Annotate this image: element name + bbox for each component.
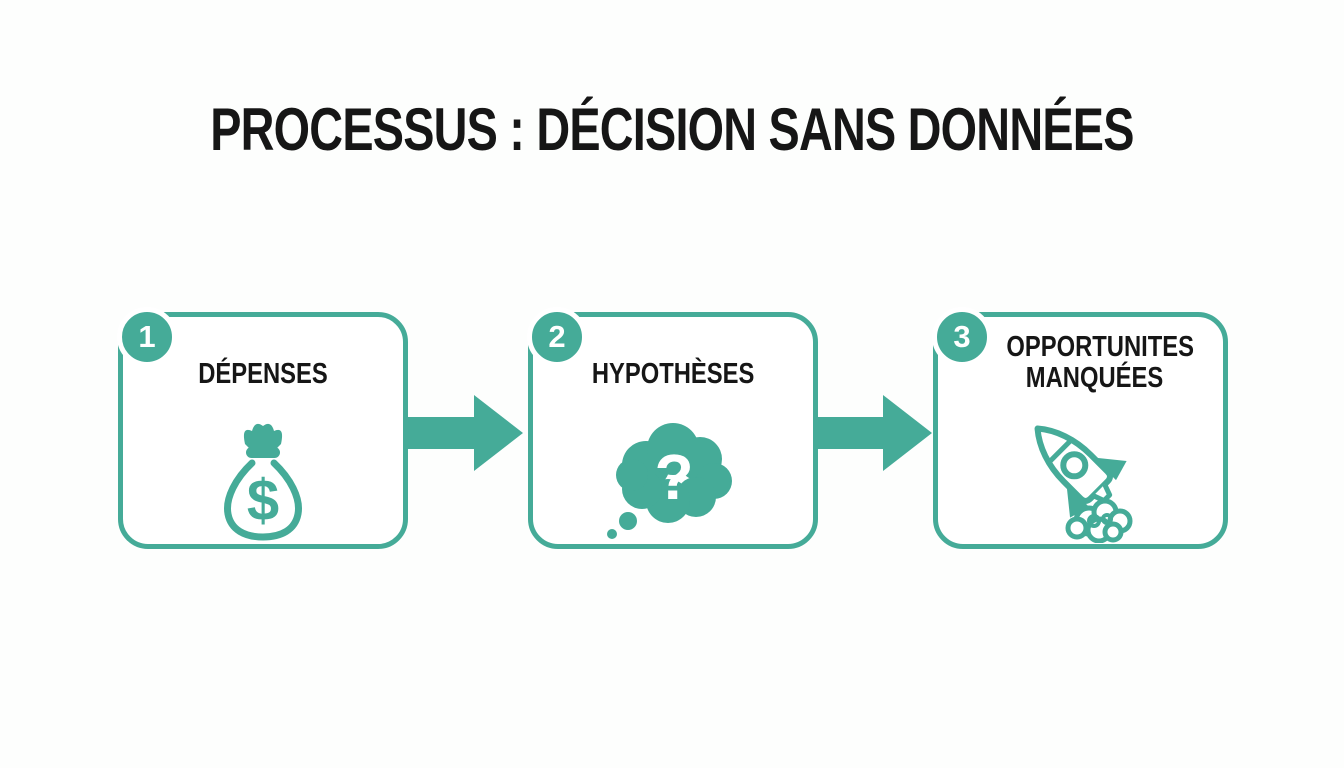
- step-label: DÉPENSES: [198, 358, 328, 390]
- step-number: 2: [548, 319, 566, 354]
- step-number-badge: 1: [117, 307, 177, 367]
- step-number-badge: 2: [527, 307, 587, 367]
- svg-text:$: $: [247, 468, 279, 533]
- step-card-depenses: 1 DÉPENSES $: [117, 307, 408, 549]
- step-label: HYPOTHÈSES: [591, 358, 755, 390]
- arrow-right-icon: [813, 393, 935, 473]
- thought-bubble-question-icon: ?: [598, 413, 748, 546]
- step-number: 3: [953, 319, 971, 354]
- page-title: PROCESSUS : DÉCISION SANS DONNÉES: [0, 100, 1344, 160]
- step-label: OPPORTUNITES MANQUÉES: [1006, 331, 1194, 395]
- svg-text:?: ?: [654, 441, 693, 513]
- step-number-badge: 3: [932, 307, 992, 367]
- page-title-text: PROCESSUS : DÉCISION SANS DONNÉES: [210, 96, 1134, 163]
- step-card-opportunites-manquees: 3 OPPORTUNITES MANQUÉES: [932, 307, 1228, 549]
- arrow-right-icon: [404, 393, 526, 473]
- step-card-hypotheses: 2 HYPOTHÈSES ?: [527, 307, 818, 549]
- money-bag-icon: $: [211, 415, 315, 546]
- rocket-icon: [1015, 411, 1147, 548]
- step-number: 1: [138, 319, 156, 354]
